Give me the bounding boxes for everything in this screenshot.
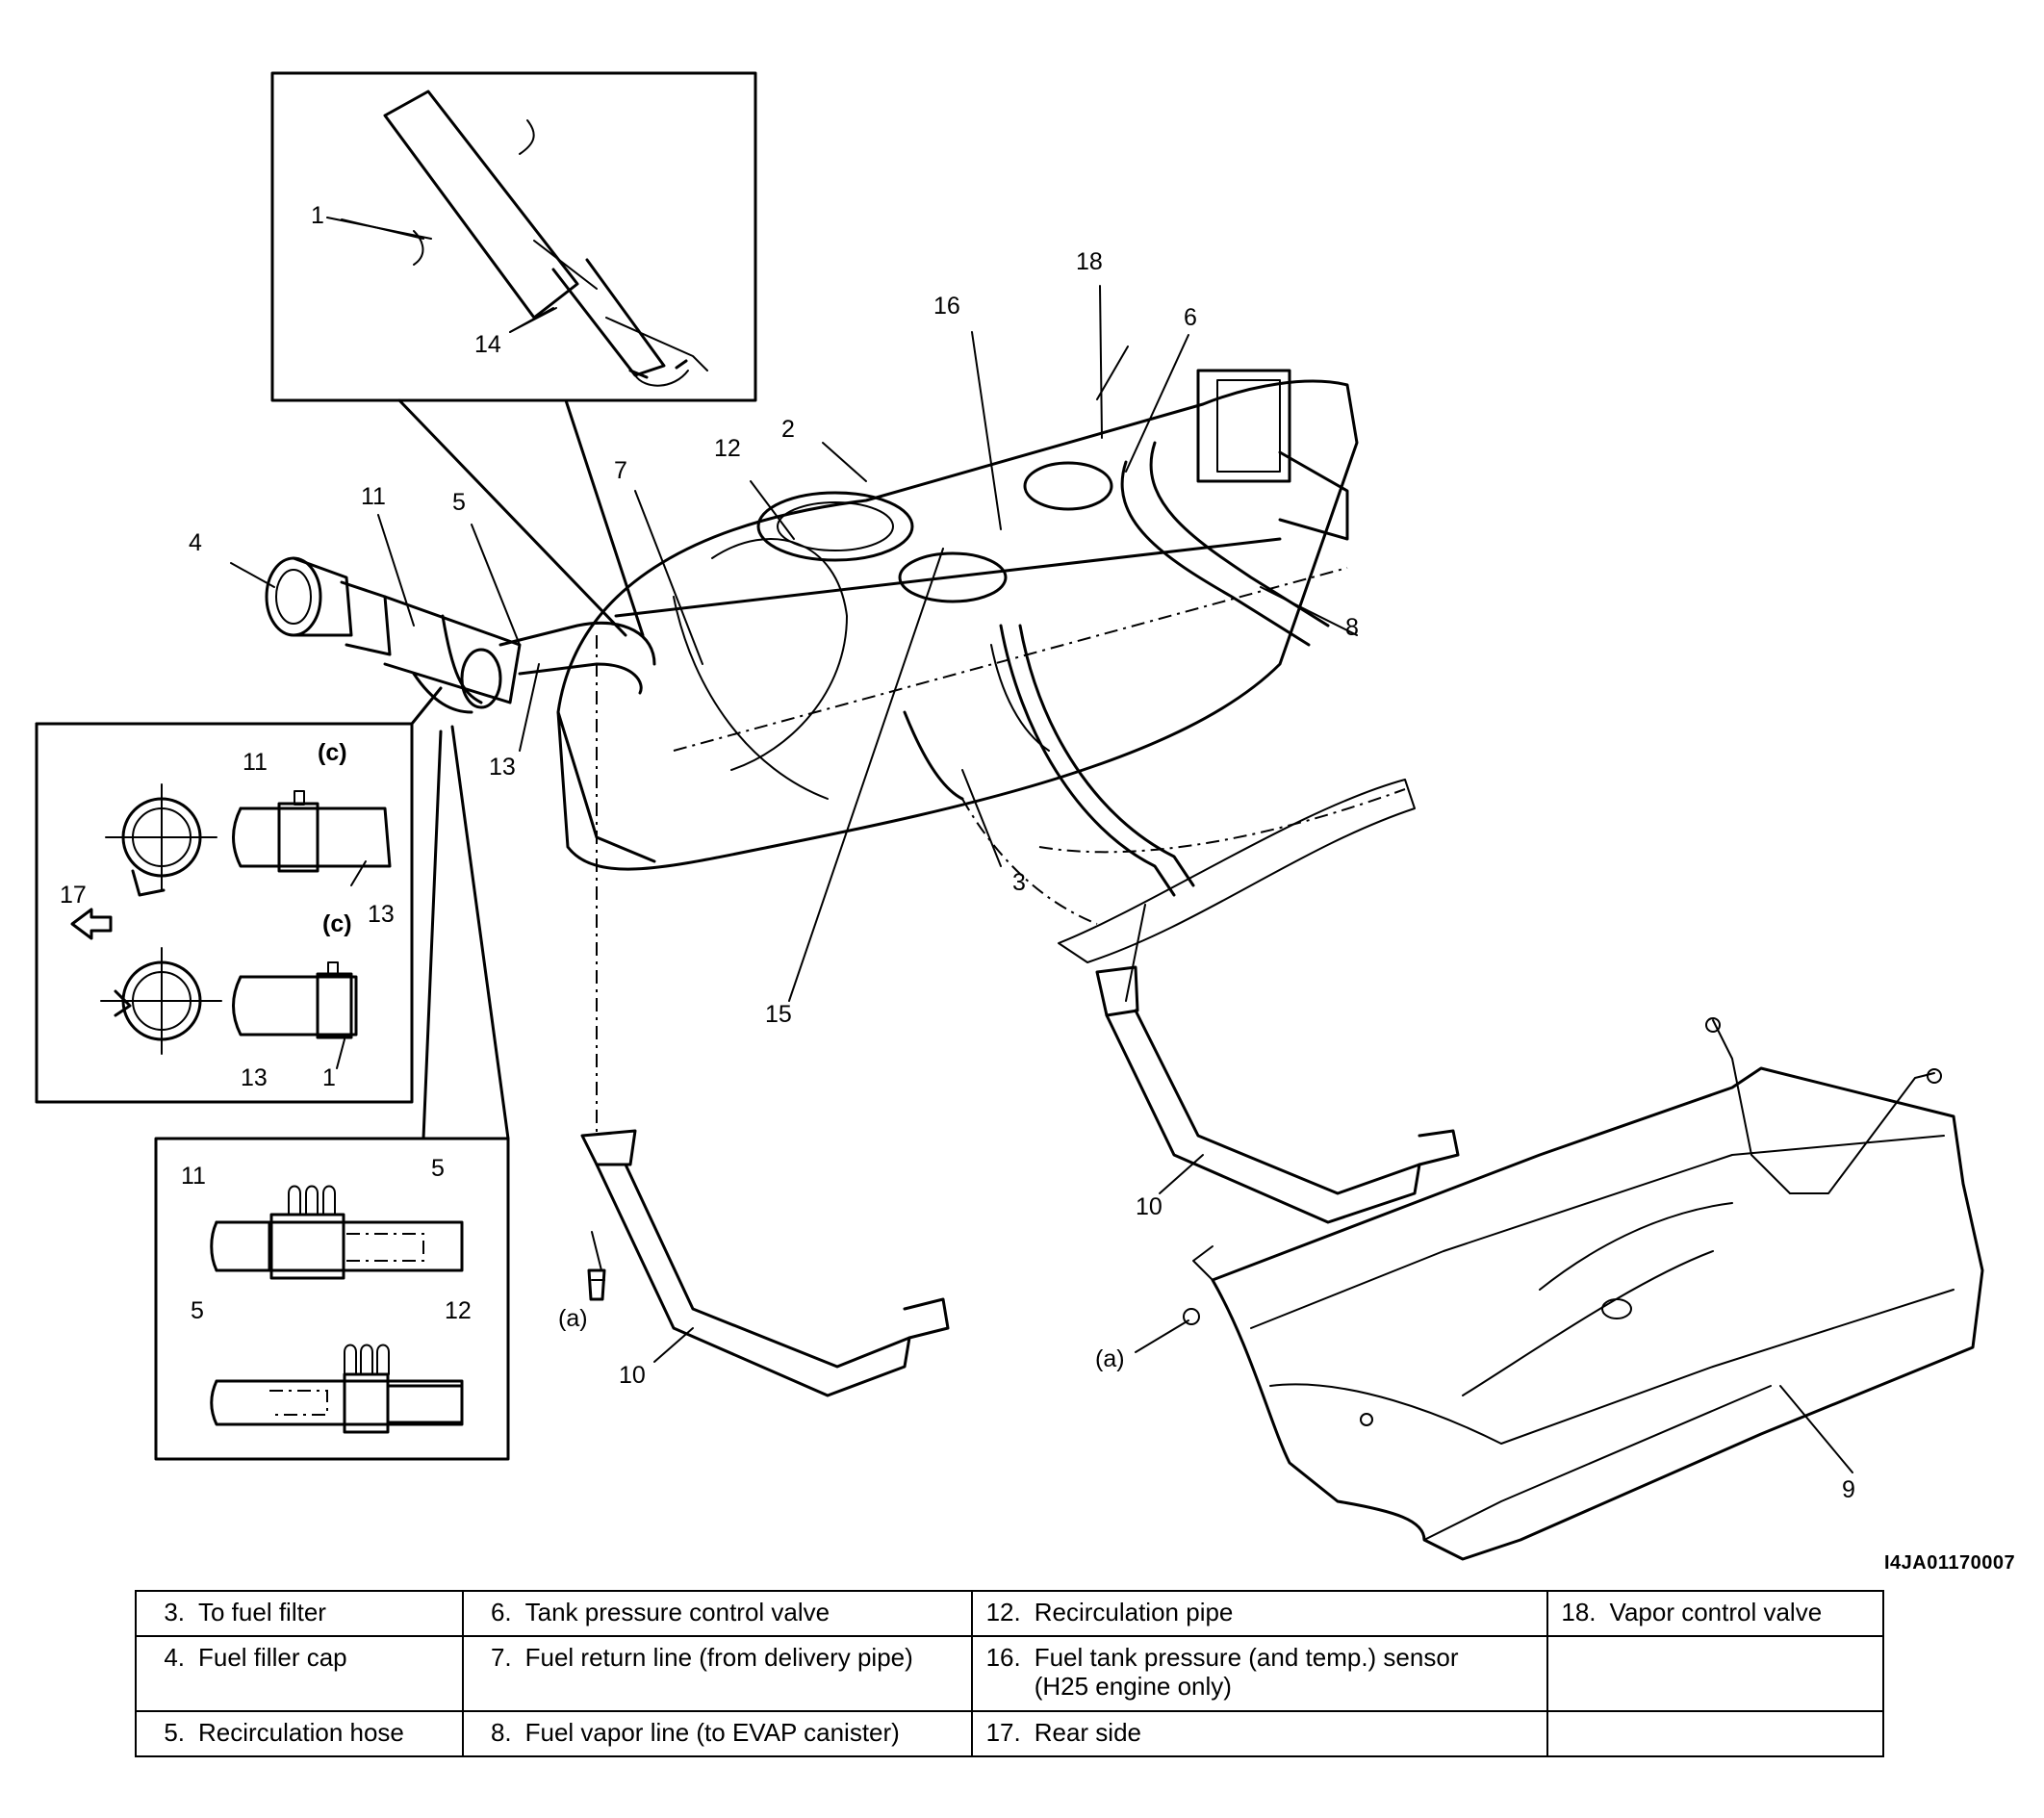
callout-7: 7 <box>614 457 627 484</box>
legend-item-text: Fuel filler cap <box>198 1642 347 1672</box>
hose-inset-label-5-bottom: 5 <box>191 1297 204 1324</box>
legend-item-text: Rear side <box>1034 1718 1141 1748</box>
filler-neck-assembly <box>265 556 656 714</box>
legend-item-number: 12. <box>985 1598 1021 1626</box>
legend-item-text: Recirculation hose <box>198 1718 404 1748</box>
callout-17: 17 <box>60 882 87 909</box>
legend-item-number: 17. <box>985 1718 1021 1748</box>
callout-18: 18 <box>1076 248 1103 275</box>
legend-cell: 3. To fuel filter <box>135 1590 464 1637</box>
legend-item-number: 6. <box>490 1598 512 1626</box>
legend-item-number: 7. <box>490 1642 512 1672</box>
legend-row: 4. Fuel filler cap 7. Fuel return line (fr… <box>135 1634 1885 1713</box>
leader-lines <box>230 217 1853 1473</box>
hose-detail-inset <box>154 725 510 1461</box>
legend-item-text: Fuel return line (from delivery pipe) <box>524 1642 913 1672</box>
legend-cell: 4. Fuel filler cap <box>135 1634 464 1713</box>
legend-cell <box>1546 1710 1885 1757</box>
legend-row: 3. To fuel filter 6. Tank pressure control… <box>135 1590 1885 1637</box>
clamp-inset-label-c-top: (c) <box>318 739 347 766</box>
legend-item-text: Vapor control valve <box>1609 1598 1823 1626</box>
legend-item-text: Fuel vapor line (to EVAP canister) <box>524 1718 900 1748</box>
callout-14: 14 <box>474 331 501 358</box>
legend-cell <box>1546 1634 1885 1713</box>
legend-item-text: Tank pressure control valve <box>524 1598 830 1626</box>
fuel-tank-main <box>556 369 1416 1136</box>
callout-1-inset: 1 <box>311 202 324 229</box>
clamp-inset-label-13-top: 13 <box>368 901 395 928</box>
callout-10-left: 10 <box>619 1362 646 1389</box>
callout-12: 12 <box>714 435 741 462</box>
legend-cell: 7. Fuel return line (from delivery pipe) <box>461 1634 973 1713</box>
callout-6: 6 <box>1184 304 1197 331</box>
legend-cell: 5. Recirculation hose <box>135 1710 464 1757</box>
hose-inset-label-11: 11 <box>181 1163 206 1190</box>
callout-15: 15 <box>765 1001 792 1028</box>
legend-row: 5. Recirculation hose 8. Fuel vapor line (… <box>135 1710 1885 1757</box>
legend-cell: 17. Rear side <box>970 1710 1548 1757</box>
legend-item-number: 5. <box>164 1718 185 1748</box>
bolt-label-a-left: (a) <box>558 1305 588 1332</box>
legend-item-text: Recirculation pipe <box>1034 1598 1234 1626</box>
legend-item-number: 4. <box>164 1642 185 1672</box>
filler-neck-detail-inset <box>270 71 757 637</box>
callout-9: 9 <box>1842 1476 1855 1503</box>
callout-2: 2 <box>781 416 795 443</box>
clamp-detail-inset <box>35 686 443 1104</box>
clamp-inset-label-13-bottom: 13 <box>241 1064 268 1091</box>
callout-11: 11 <box>361 483 386 510</box>
fuel-tank-protector <box>1183 1017 1984 1561</box>
callout-13: 13 <box>489 754 516 781</box>
callout-16: 16 <box>933 293 960 320</box>
clamp-inset-label-c-bottom: (c) <box>322 910 352 937</box>
callout-5: 5 <box>452 489 466 516</box>
legend-cell: 18. Vapor control valve <box>1546 1590 1885 1637</box>
hose-inset-label-5-top: 5 <box>431 1155 445 1182</box>
callout-8: 8 <box>1345 614 1359 641</box>
hose-inset-label-12: 12 <box>445 1297 472 1324</box>
tank-strap-right <box>1095 965 1460 1224</box>
legend-cell: 12. Recirculation pipe <box>970 1590 1548 1637</box>
clamp-inset-label-11: 11 <box>243 749 268 776</box>
figure-reference-code: I4JA01170007 <box>1884 1552 2016 1574</box>
callout-4: 4 <box>189 529 202 556</box>
legend-item-number: 16. <box>985 1642 1021 1672</box>
legend-item-number: 3. <box>164 1598 185 1626</box>
clamp-inset-label-1: 1 <box>322 1064 336 1091</box>
legend-item-text: Fuel tank pressure (and temp.) sensor (H… <box>1034 1642 1459 1701</box>
callout-numbers: 1 2 3 4 5 6 7 8 9 10 10 11 12 13 14 15 1… <box>60 202 1855 1503</box>
callout-3: 3 <box>1012 869 1026 896</box>
callout-10-right: 10 <box>1136 1193 1163 1220</box>
legend-item-text: To fuel filter <box>198 1598 326 1626</box>
bolt-label-a-right: (a) <box>1095 1345 1125 1372</box>
parts-legend-table: 3. To fuel filter 6. Tank pressure control… <box>135 1590 1885 1757</box>
tank-strap-left <box>580 1129 950 1397</box>
legend-cell: 16. Fuel tank pressure (and temp.) sensor… <box>970 1634 1548 1713</box>
legend-item-number: 8. <box>490 1718 512 1748</box>
legend-cell: 8. Fuel vapor line (to EVAP canister) <box>461 1710 973 1757</box>
legend-item-number: 18. <box>1561 1598 1597 1626</box>
legend-cell: 6. Tank pressure control valve <box>461 1590 973 1637</box>
